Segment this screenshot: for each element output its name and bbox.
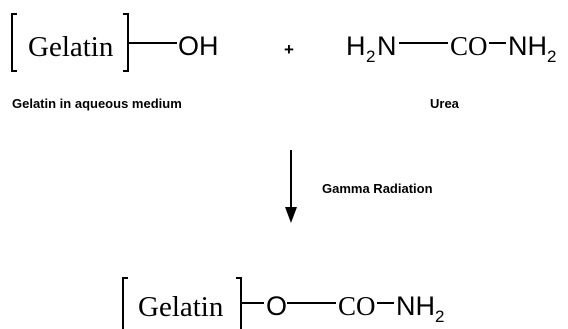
urea-right-sub: 2 bbox=[547, 47, 556, 66]
urea-reactant: H 2 N CO NH 2 bbox=[346, 31, 556, 66]
reaction-arrow bbox=[285, 150, 297, 223]
product-gelatin-label: Gelatin bbox=[138, 291, 224, 323]
urea-left-h: H bbox=[346, 31, 366, 61]
product-oxygen: O bbox=[266, 291, 287, 321]
reaction-condition: Gamma Radiation bbox=[322, 181, 433, 196]
gelatin-label: Gelatin bbox=[28, 31, 114, 63]
product-amine-sub: 2 bbox=[435, 307, 444, 326]
urea-caption: Urea bbox=[430, 96, 460, 111]
right-bracket bbox=[123, 13, 129, 72]
product: Gelatin O CO NH 2 bbox=[122, 277, 444, 329]
urea-left-n: N bbox=[377, 31, 397, 61]
product-left-bracket bbox=[122, 277, 128, 329]
product-amine: NH bbox=[396, 291, 435, 321]
hydroxyl-group: OH bbox=[178, 31, 219, 61]
gelatin-caption: Gelatin in aqueous medium bbox=[12, 96, 182, 111]
product-right-bracket bbox=[236, 277, 242, 329]
urea-carbonyl: CO bbox=[450, 31, 488, 61]
left-bracket bbox=[11, 13, 17, 72]
product-carbonyl: CO bbox=[338, 291, 376, 321]
urea-left-sub: 2 bbox=[366, 47, 375, 66]
urea-right-nh: NH bbox=[508, 31, 547, 61]
gelatin-reactant: Gelatin OH bbox=[11, 13, 219, 72]
plus-sign: + bbox=[284, 40, 294, 59]
arrow-head bbox=[285, 207, 297, 223]
